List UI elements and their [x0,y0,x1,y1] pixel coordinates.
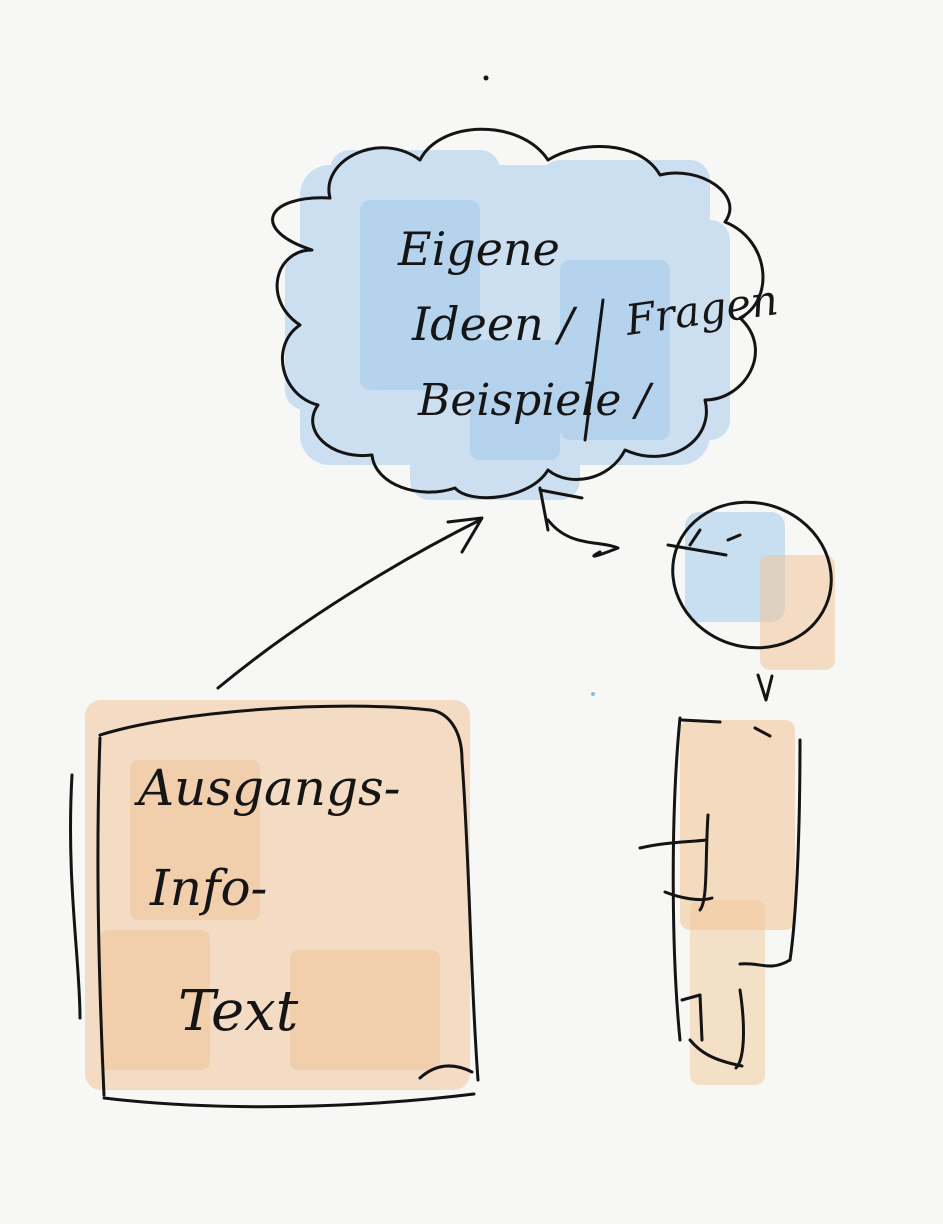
ink-dot [591,692,595,696]
cloud-text-line3: Beispiele / [417,375,654,426]
arrow-source-to-cloud [216,516,484,690]
slash-divider [583,298,605,442]
source-text-line1: Ausgangs- [134,759,401,817]
ink-dot [483,75,489,81]
person-figure [638,500,835,1085]
person-head [671,500,833,650]
thought-cloud: Eigene Ideen / Beispiele / Fragen [271,127,781,500]
cloud-text-line1: Eigene [397,222,560,276]
arrow-person-to-cloud [538,486,620,558]
source-text-box: Ausgangs- Info- Text [69,700,480,1109]
cloud-outline [271,127,765,500]
source-text-line3: Text [178,979,299,1044]
cloud-text-line2: Ideen / [411,297,578,351]
source-text-line2: Info- [149,859,267,917]
